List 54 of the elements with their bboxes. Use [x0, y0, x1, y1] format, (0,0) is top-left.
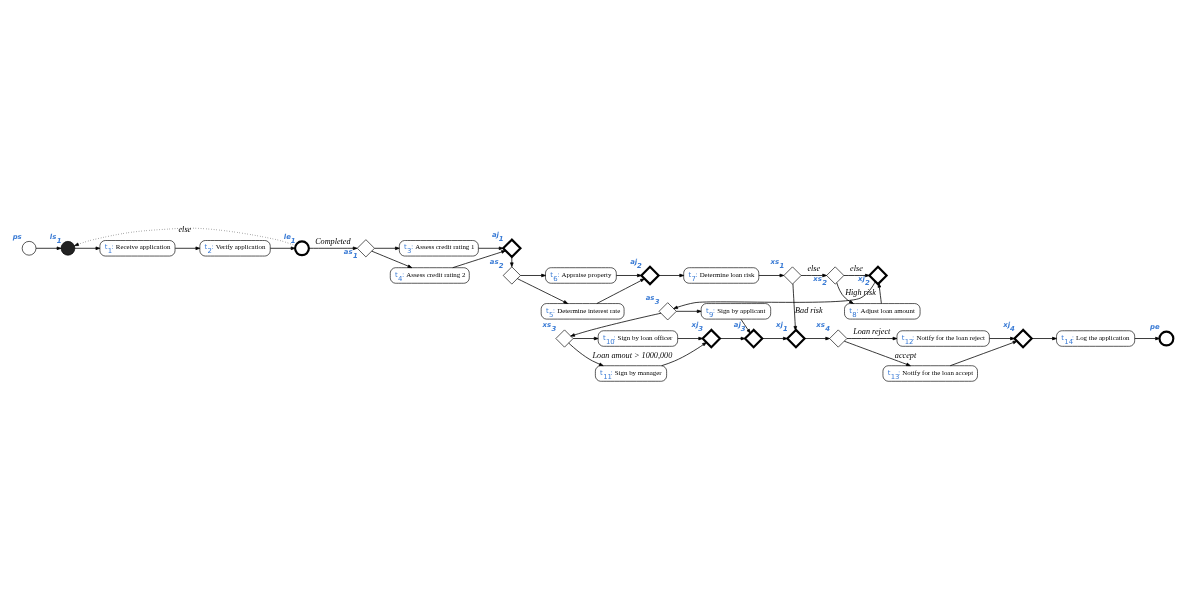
node-diamond — [783, 266, 802, 284]
arrow — [374, 246, 400, 250]
arrow — [174, 246, 201, 250]
arrow — [1031, 336, 1057, 340]
arrow — [517, 277, 569, 304]
edge-label: accept — [894, 350, 917, 360]
arrow — [568, 342, 604, 366]
arrow — [673, 280, 876, 309]
arrow — [877, 282, 882, 304]
arrow — [836, 281, 854, 304]
arrow — [677, 336, 704, 340]
arrow — [661, 341, 707, 366]
arrow — [269, 246, 296, 250]
arrow — [478, 246, 504, 250]
arrow — [1134, 336, 1160, 340]
arrow — [792, 282, 798, 331]
arrow — [596, 277, 645, 304]
arrow — [804, 336, 830, 340]
arrow — [843, 273, 870, 277]
arrow — [846, 336, 898, 340]
arrow — [520, 273, 546, 277]
arrow — [308, 246, 358, 250]
arrow — [572, 336, 599, 340]
node-diamond — [502, 266, 521, 284]
edge-label: Bad risk — [795, 305, 823, 315]
arrow — [762, 336, 788, 340]
arrow — [675, 309, 702, 313]
node-diamond — [829, 329, 848, 347]
edge-label: Loan amout > 1000,000 — [592, 350, 673, 360]
arrow — [74, 246, 101, 250]
edge-label: else — [807, 263, 821, 273]
node-circle — [60, 240, 76, 255]
arrow — [74, 227, 296, 246]
arrow — [989, 336, 1015, 340]
arrow — [740, 318, 751, 333]
arrow — [570, 312, 662, 337]
arrow — [758, 273, 785, 277]
arrow — [35, 246, 62, 250]
node-circle — [1158, 330, 1175, 346]
edge-label: Loan reject — [853, 326, 891, 336]
node-circle — [294, 239, 310, 256]
edge-label: Completed — [315, 236, 351, 246]
arrow — [510, 256, 514, 267]
arrow — [843, 340, 911, 366]
arrow — [371, 250, 413, 268]
arrow — [616, 273, 642, 277]
arrow — [800, 273, 827, 277]
node-diamond — [356, 238, 375, 257]
arrow — [658, 273, 685, 277]
edge-label: else — [850, 263, 863, 273]
edge-label: else — [178, 224, 192, 234]
node-diamond — [826, 266, 845, 284]
arrow — [719, 336, 746, 340]
node-circle — [21, 240, 37, 255]
